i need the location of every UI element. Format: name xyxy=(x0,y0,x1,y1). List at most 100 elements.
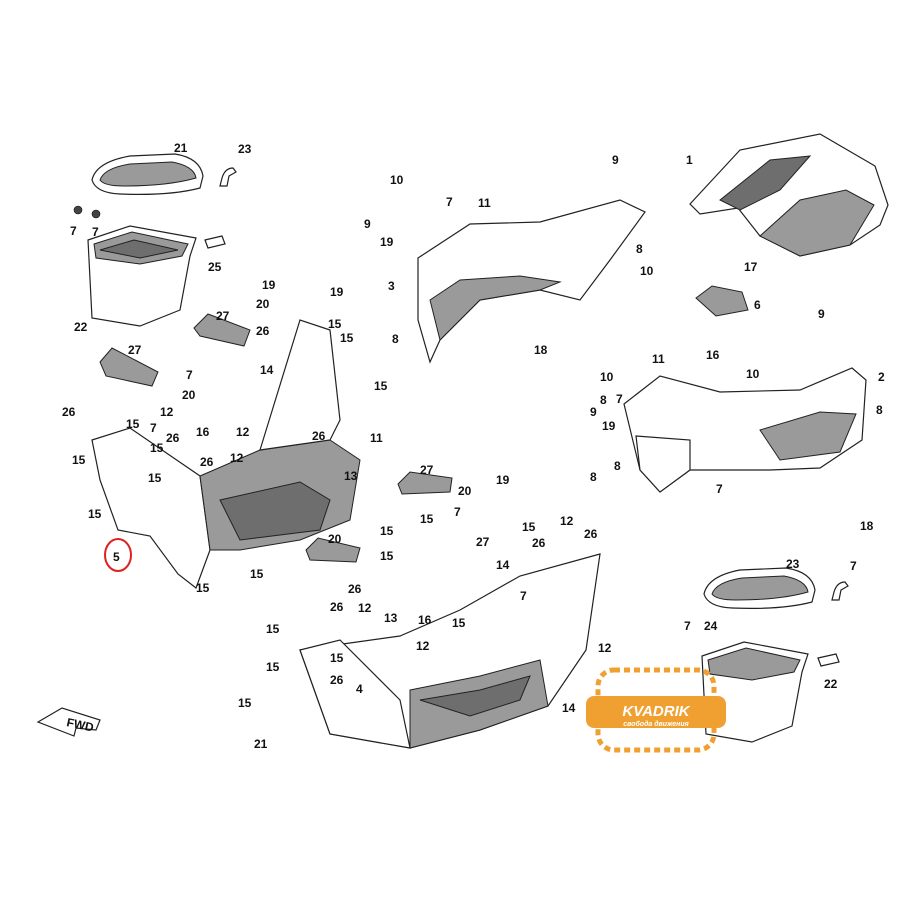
callout-7: 26 xyxy=(348,582,362,596)
callout-26: 26 xyxy=(256,324,270,338)
callout-15: 15 xyxy=(522,520,536,534)
callout-16: 15 xyxy=(266,622,280,636)
callout-6: 6 xyxy=(754,298,761,312)
callout-15: 15 xyxy=(88,507,102,521)
fwd-arrow-icon: FWD xyxy=(36,707,101,737)
callout-14: 14 xyxy=(260,363,274,377)
bolts-7-left xyxy=(73,205,101,219)
callout-19: 19 xyxy=(602,419,616,433)
callout-8: 8 xyxy=(614,459,621,473)
callout-26: 26 xyxy=(330,600,344,614)
callout-19: 20 xyxy=(458,484,472,498)
callout-27: 27 xyxy=(420,463,434,477)
callout-15: 26 xyxy=(330,673,344,687)
callout-2: 2 xyxy=(878,370,885,384)
callout-12: 12 xyxy=(230,451,244,465)
callout-26: 14 xyxy=(496,558,510,572)
callout-18: 18 xyxy=(860,519,874,533)
callout-4: 12 xyxy=(598,641,612,655)
callout-12: 12 xyxy=(160,405,174,419)
watermark-brand: KVADRIK xyxy=(622,703,690,720)
part-27-footrest-d xyxy=(305,537,361,563)
callout-15: 15 xyxy=(150,441,164,455)
callout-7: 7 xyxy=(716,482,723,496)
callout-12: 12 xyxy=(236,425,250,439)
callout-15: 15 xyxy=(374,379,388,393)
callout-12: 4 xyxy=(356,682,363,696)
callout-15: 26 xyxy=(532,536,546,550)
callout-15: 15 xyxy=(266,660,280,674)
callout-11: 11 xyxy=(478,196,491,210)
callout-7: 7 xyxy=(684,619,691,633)
watermark-logo: KVADRIK свобода движения xyxy=(586,667,726,753)
part-21-cover-left xyxy=(91,153,204,195)
callout-25: 25 xyxy=(208,260,222,274)
callout-24: 22 xyxy=(824,677,838,691)
fwd-label: FWD xyxy=(65,715,95,734)
callout-14: 7 xyxy=(520,589,527,603)
part-5-left-footwell xyxy=(91,319,361,589)
part-21-cover-right xyxy=(703,567,816,609)
part-3-rear-fender xyxy=(417,199,646,364)
callout-21: 21 xyxy=(174,141,188,155)
callout-15: 15 xyxy=(126,417,140,431)
callout-23: 7 xyxy=(850,559,857,573)
callout-17: 17 xyxy=(744,260,758,274)
callout-20: 15 xyxy=(380,549,394,563)
callout-7: 7 xyxy=(92,225,99,239)
callout-7: 7 xyxy=(186,368,193,382)
part-23-bracket-right xyxy=(831,581,849,601)
callout-8: 8 xyxy=(636,242,643,256)
callout-27: 20 xyxy=(328,532,342,546)
callout-5: 5 xyxy=(113,550,120,564)
callout-15: 26 xyxy=(584,527,598,541)
callout-9: 9 xyxy=(590,405,597,419)
callout-23: 23 xyxy=(238,142,252,156)
part-23-bracket-left xyxy=(219,167,237,187)
callout-26: 12 xyxy=(416,639,430,653)
callout-7: 15 xyxy=(420,512,434,526)
callout-10: 10 xyxy=(640,264,654,278)
callout-19: 19 xyxy=(496,473,510,487)
callout-26: 27 xyxy=(476,535,490,549)
callout-15: 15 xyxy=(196,581,210,595)
callout-15: 15 xyxy=(148,471,162,485)
callout-26: 26 xyxy=(62,405,76,419)
callout-16: 16 xyxy=(196,425,210,439)
callout-7: 24 xyxy=(704,619,718,633)
callout-26: 26 xyxy=(200,455,214,469)
callout-8: 8 xyxy=(392,332,399,346)
part-4-right-footwell xyxy=(299,553,601,749)
callout-15: 15 xyxy=(330,651,344,665)
callout-8: 8 xyxy=(590,470,597,484)
callout-18: 18 xyxy=(534,343,548,357)
callout-19: 19 xyxy=(380,235,394,249)
watermark-tagline: свобода движения xyxy=(623,720,689,728)
part-22-storage-box-right xyxy=(701,641,809,743)
callout-10: 10 xyxy=(600,370,614,384)
callout-9: 9 xyxy=(612,153,619,167)
callout-7: 7 xyxy=(446,195,453,209)
highlight-circle xyxy=(104,538,132,572)
callout-15: 15 xyxy=(340,331,354,345)
callout-20: 20 xyxy=(256,297,270,311)
part-6-cover xyxy=(695,285,749,317)
callout-9: 9 xyxy=(364,217,371,231)
callout-7: 7 xyxy=(150,421,157,435)
callout-13: 15 xyxy=(452,616,466,630)
part-24-pin-right xyxy=(817,653,840,667)
part-25-pin-left xyxy=(204,235,226,249)
callout-26: 26 xyxy=(166,431,180,445)
callout-3: 3 xyxy=(388,279,395,293)
part-27-footrest-b xyxy=(99,347,159,387)
callout-19: 19 xyxy=(262,278,276,292)
callout-20: 20 xyxy=(182,388,196,402)
part-2-front-frame xyxy=(623,367,867,493)
callout-14: 15 xyxy=(238,696,252,710)
callout-15: 15 xyxy=(72,453,86,467)
callout-22: 22 xyxy=(74,320,88,334)
callout-11: 11 xyxy=(652,352,665,366)
callout-12: 15 xyxy=(380,524,394,538)
callout-11: 11 xyxy=(370,431,383,445)
callout-20: 7 xyxy=(454,505,461,519)
